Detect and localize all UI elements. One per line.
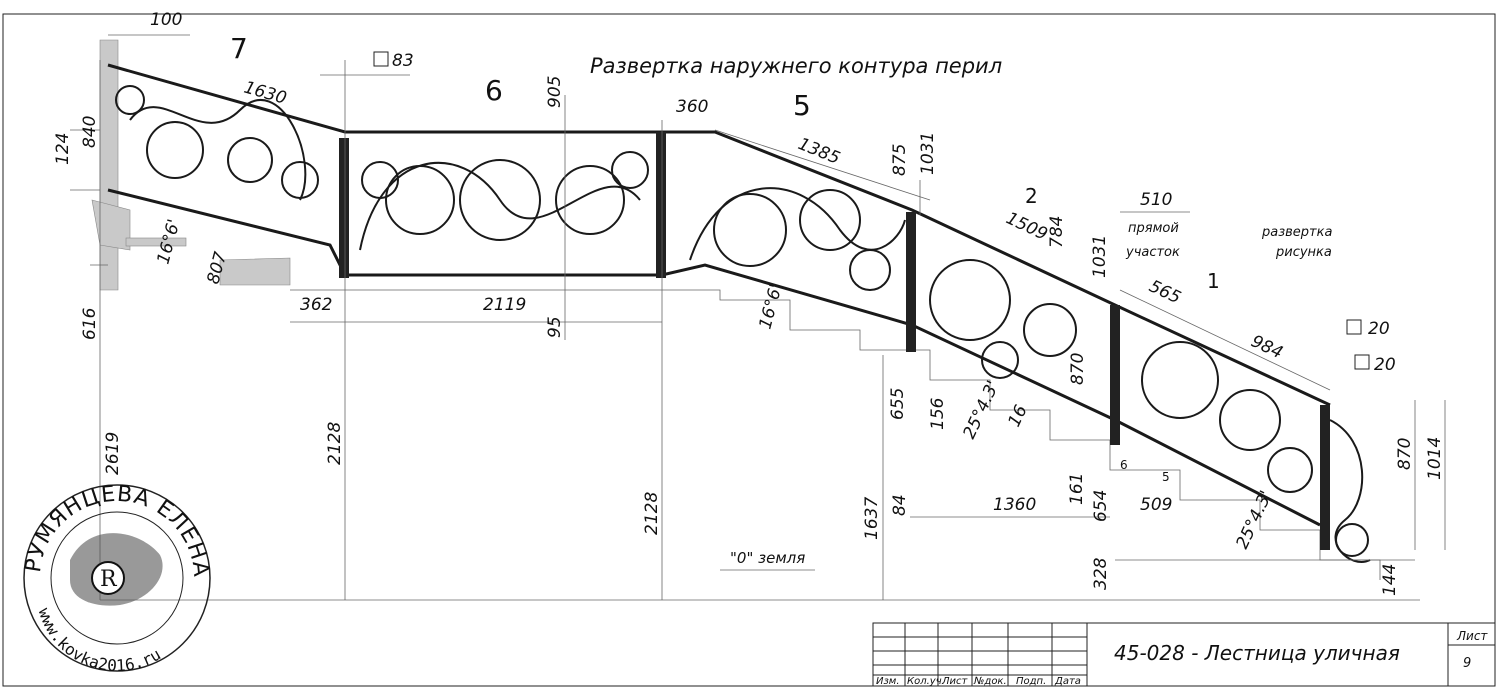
vine-ornament — [115, 85, 1371, 563]
dimension-labels: 100 83 1630 905 360 1385 875 1031 1509 7… — [53, 10, 1445, 596]
dim-label: 870 — [1395, 438, 1415, 470]
dim-label: 1031 — [918, 132, 938, 175]
dim-label: 2128 — [325, 422, 345, 465]
dim-label: 20 — [1368, 319, 1390, 339]
dim-label: 5 — [1162, 470, 1170, 484]
section-number-5: 5 — [793, 89, 811, 122]
dim-label: 984 — [1248, 331, 1286, 363]
tb-document-title: 45-028 - Лестница уличная — [1114, 641, 1400, 665]
dim-label: 161 — [1067, 473, 1087, 505]
note-pattern-line1: развертка — [1261, 225, 1332, 240]
tb-col-doc: №док. — [973, 676, 1007, 687]
dim-label: 2128 — [642, 492, 662, 535]
dim-label: 2119 — [483, 295, 526, 315]
dim-label: 362 — [300, 295, 332, 315]
square-section-icon — [1354, 354, 1370, 370]
section-number-7: 7 — [230, 32, 248, 65]
post-5-2 — [906, 212, 916, 352]
note-pattern-line2: рисунка — [1275, 245, 1332, 260]
note-straight-line1: прямой — [1128, 221, 1179, 236]
dim-label: 655 — [888, 388, 908, 420]
stamp-r-monogram-icon — [91, 561, 125, 595]
dim-label: 2619 — [103, 432, 123, 475]
post-1-end — [1320, 405, 1330, 550]
tb-col-podp: Подп. — [1016, 676, 1046, 687]
section-number-6: 6 — [485, 74, 503, 107]
tb-col-kolich: Кол.уч. — [907, 676, 945, 687]
dim-label: 510 — [1140, 190, 1172, 210]
drawing-title: Развертка наружнего контура перил — [590, 54, 1002, 78]
dim-label: 875 — [890, 144, 910, 176]
posts — [339, 132, 1330, 550]
dim-label: 6 — [1120, 458, 1128, 472]
post-6-left — [339, 138, 349, 278]
tb-sheet-number: 9 — [1463, 656, 1471, 671]
dim-label: 25°4.3' — [1232, 488, 1276, 553]
square-section-icon — [1346, 319, 1362, 335]
dim-label: 565 — [1146, 276, 1184, 308]
author-stamp: РУМЯНЦЕВА ЕЛЕНА www.kovka2016.ru R — [21, 482, 212, 676]
dim-label: 144 — [1380, 564, 1400, 596]
post-2-1 — [1110, 305, 1120, 445]
dim-label: 83 — [392, 51, 414, 71]
note-ground: "0" земля — [730, 549, 805, 567]
tb-col-data: Дата — [1054, 676, 1081, 687]
dim-label: 840 — [80, 116, 100, 148]
tb-sheet-label: Лист — [1456, 629, 1488, 643]
dim-label: 870 — [1068, 353, 1088, 385]
dim-label: 1509 — [1003, 208, 1051, 244]
dim-label: 360 — [676, 97, 708, 117]
title-block: Изм. Кол.уч. Лист №док. Подп. Дата 45-02… — [872, 622, 1496, 687]
dim-label: 20 — [1374, 355, 1396, 375]
dim-label: 784 — [1047, 216, 1067, 248]
stair-steps — [290, 289, 1381, 580]
railing-top — [107, 63, 1331, 527]
stamp-url: www.kovka2016.ru — [35, 606, 164, 676]
svg-text:R: R — [100, 567, 118, 592]
dim-label: 905 — [545, 76, 565, 108]
dim-label: 95 — [545, 316, 565, 338]
dim-label: 16°6' — [756, 282, 787, 331]
note-straight-line2: участок — [1125, 245, 1180, 260]
dim-label: 1360 — [993, 495, 1036, 515]
dim-label: 1031 — [1090, 235, 1110, 278]
tb-col-izm: Изм. — [876, 676, 900, 687]
wall-hatching — [91, 39, 291, 291]
dim-label: 124 — [53, 133, 73, 165]
dim-label: 1014 — [1425, 437, 1445, 480]
dimension-lines — [70, 34, 1446, 601]
section-number-1: 1 — [1207, 269, 1220, 293]
square-section-icon — [373, 51, 389, 67]
dim-label: 156 — [928, 397, 948, 430]
dim-label: 84 — [890, 494, 910, 516]
dim-label: 16 — [1004, 402, 1031, 430]
dim-label: 509 — [1140, 495, 1172, 515]
dim-label: 1637 — [862, 497, 882, 540]
sheet-frame — [2, 13, 1496, 687]
dim-label: 616 — [80, 307, 100, 340]
section-number-2: 2 — [1025, 184, 1038, 208]
dim-label: 328 — [1091, 557, 1111, 590]
tb-col-list: Лист — [941, 676, 969, 687]
dim-label: 100 — [150, 10, 182, 30]
post-6-right — [656, 132, 666, 278]
dim-label: 654 — [1091, 490, 1111, 522]
